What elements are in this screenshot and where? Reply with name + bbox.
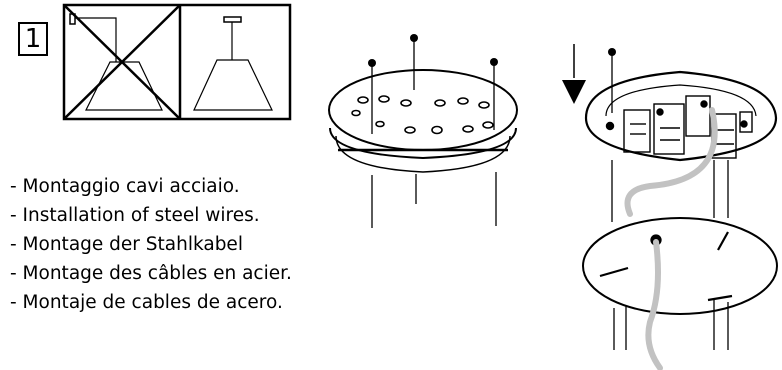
suspended-pendant-lamp-icon [193,16,273,111]
pictogram-frame [62,3,292,121]
mounting-pictogram [62,3,292,121]
canopy-rim [329,127,517,160]
canopy-holes [351,95,494,135]
caption-german: - Montage der Stahlkabel [10,234,243,255]
caption-italian: - Montaggio cavi acciaio. [10,176,240,197]
power-cable [624,107,718,370]
canopy-top [328,69,518,151]
step-number-badge: 1 [18,22,48,56]
caption-list: - Montaggio cavi acciaio. - Installation… [10,172,292,317]
wire-stud-dots [368,34,616,67]
crossed-out-wall-mounted-lamp-icon [63,4,181,120]
caption-english: - Installation of steel wires. [10,205,260,226]
canopy-with-steel-wires [328,40,518,228]
caption-french: - Montage des câbles en acier. [10,263,292,284]
caption-spanish: - Montaje de cables de acero. [10,292,283,313]
cover-disc [582,217,778,315]
exploded-canopy-assembly [582,55,778,350]
down-arrow-icon [562,44,586,104]
driver-electronics [605,95,753,159]
canopy-base [584,70,778,162]
